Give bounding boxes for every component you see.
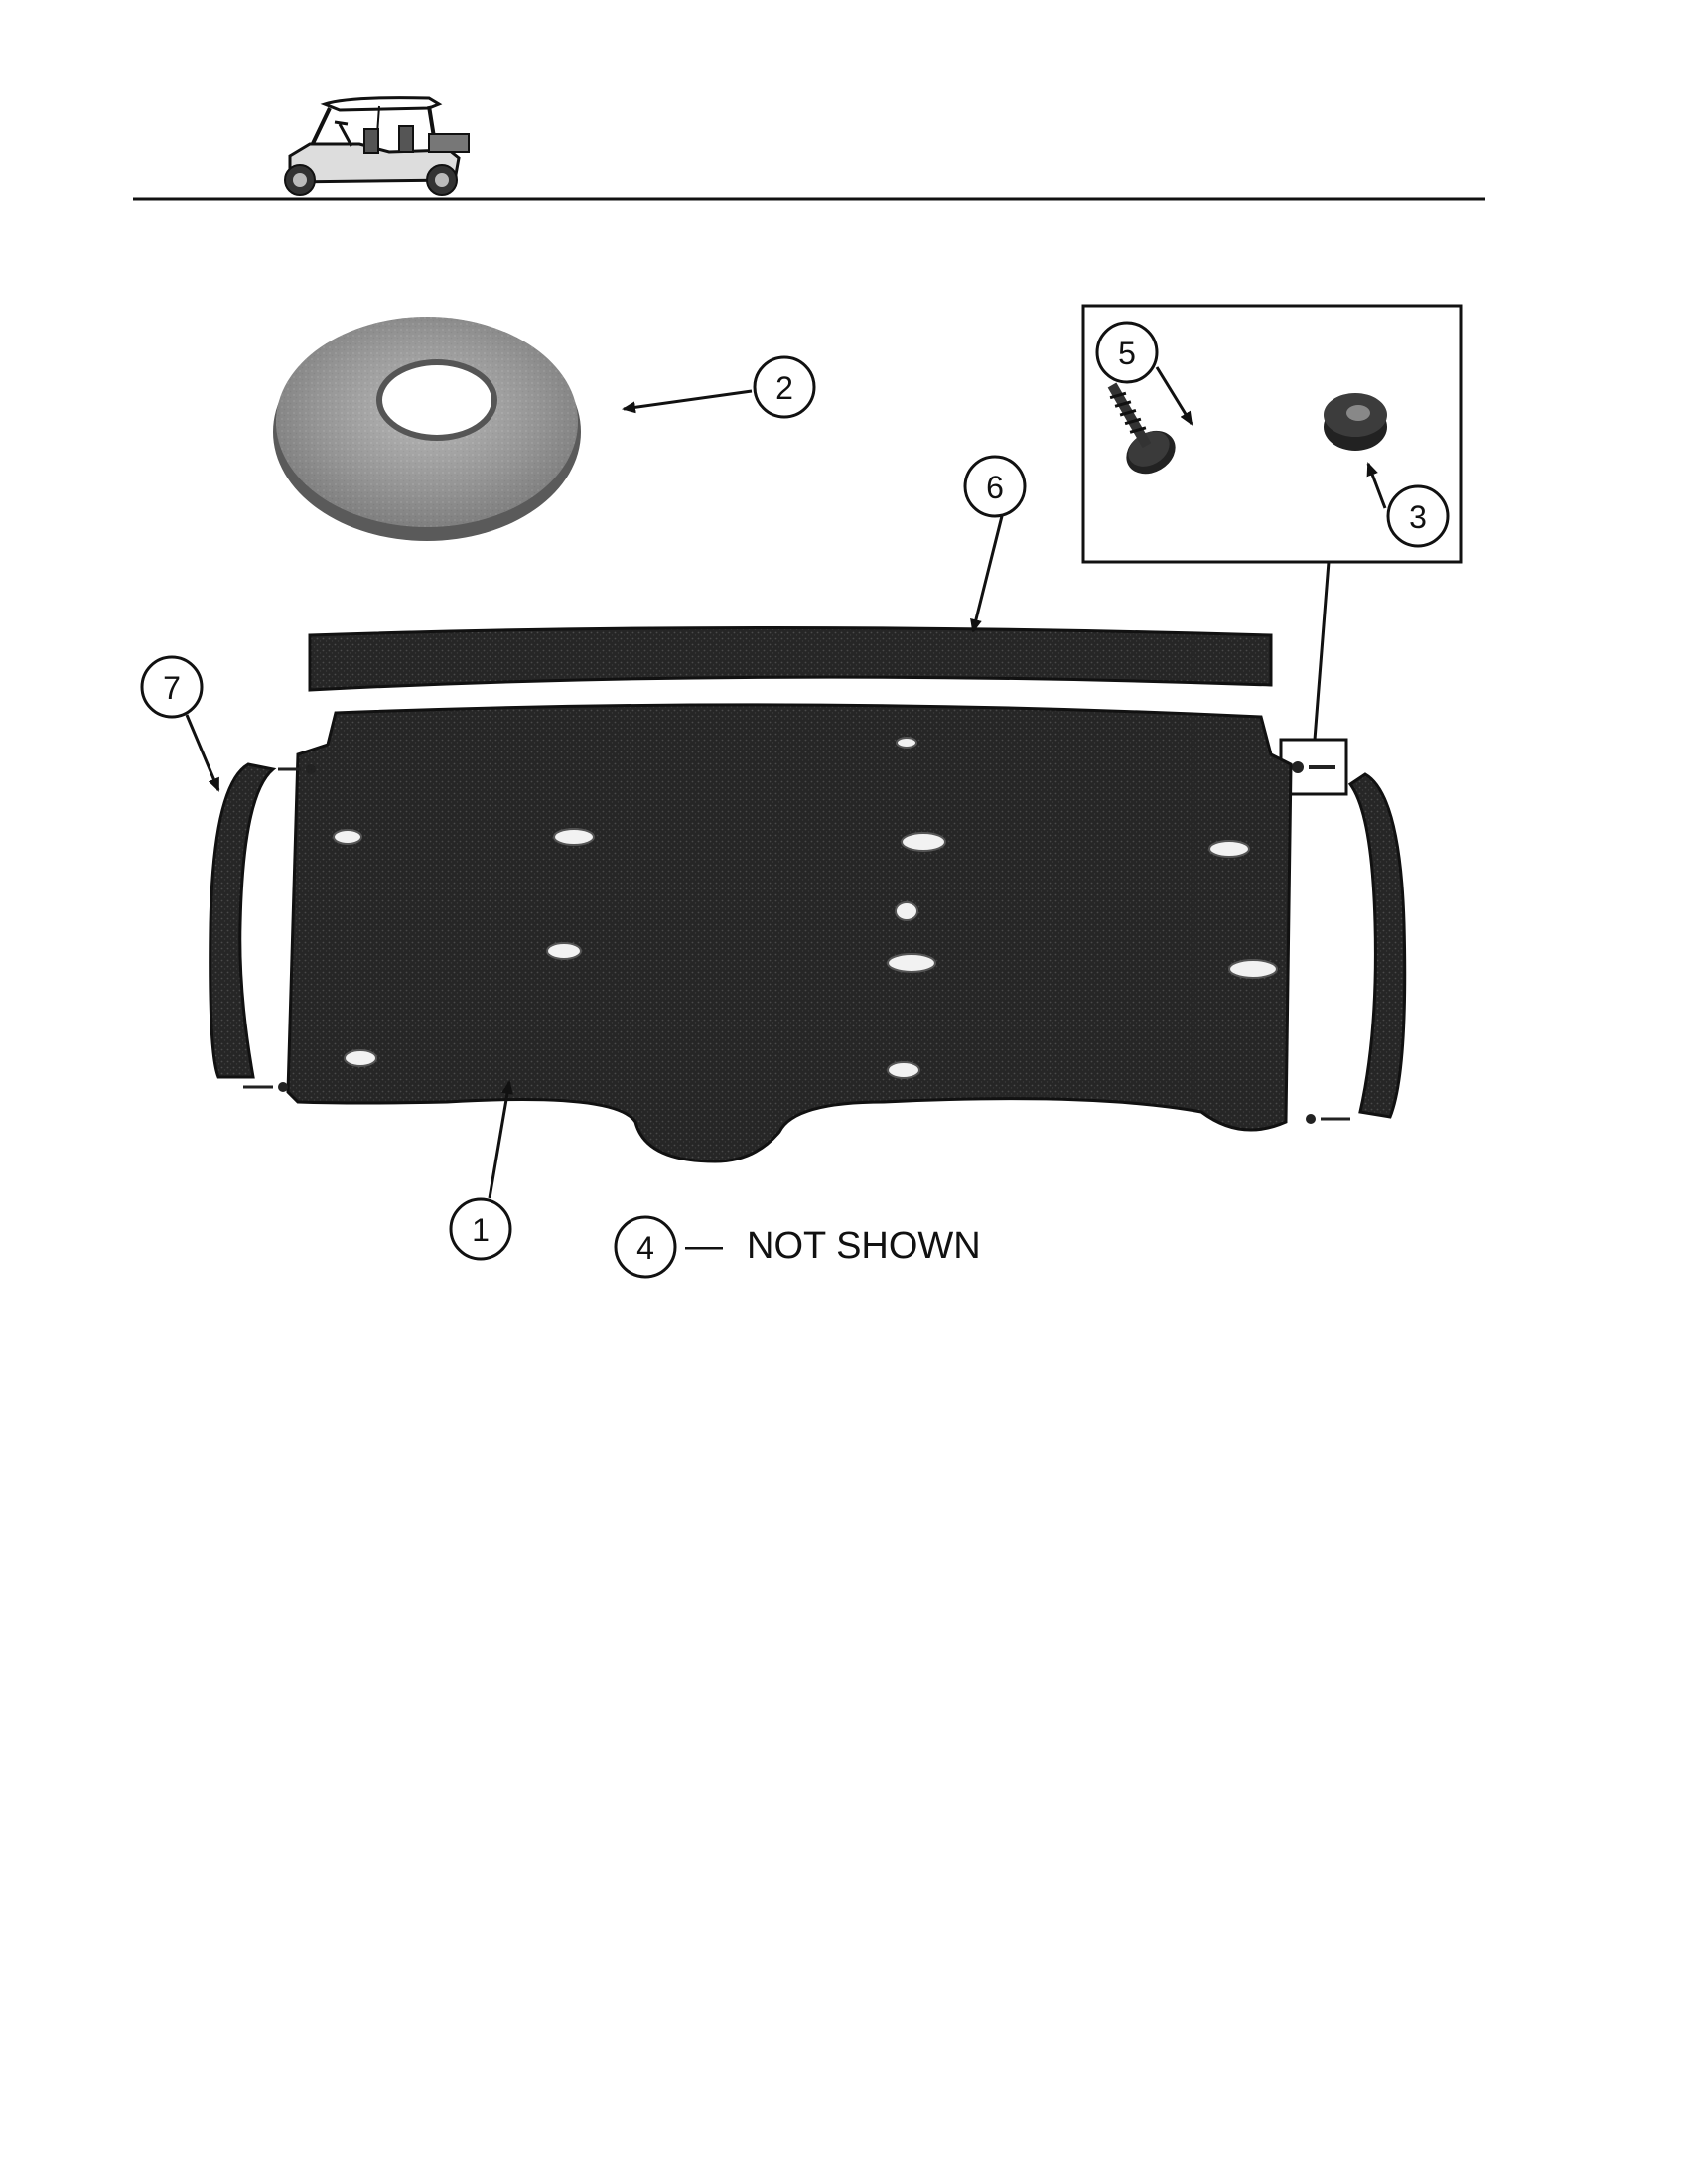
callout-3: 3 (1386, 484, 1450, 548)
svg-text:1: 1 (472, 1212, 490, 1248)
note-dash: — (685, 1225, 723, 1267)
floor-panel (243, 703, 1350, 1163)
svg-text:6: 6 (986, 470, 1004, 505)
side-trim-strip-right (1347, 772, 1407, 1119)
svg-text:5: 5 (1118, 336, 1136, 371)
leader-lines (185, 366, 1387, 1199)
callout-7: 7 (140, 655, 204, 719)
foam-tape-roll (273, 317, 581, 541)
callout-6: 6 (963, 455, 1027, 518)
screw-illustration (1107, 382, 1176, 475)
svg-text:2: 2 (775, 370, 793, 406)
not-shown-note: 4 — NOT SHOWN (614, 1215, 981, 1279)
note-callout-number: 4 (636, 1230, 654, 1266)
callout-1: 1 (449, 1197, 512, 1261)
note-text: NOT SHOWN (747, 1225, 981, 1267)
callout-2: 2 (753, 355, 816, 419)
upper-trim-strip (308, 626, 1273, 692)
svg-text:7: 7 (163, 670, 181, 706)
callout-5: 5 (1095, 321, 1159, 384)
utility-vehicle-icon (284, 96, 470, 196)
svg-text:3: 3 (1409, 499, 1427, 535)
side-trim-strip-left (209, 762, 277, 1079)
spacer-illustration (1324, 393, 1387, 451)
